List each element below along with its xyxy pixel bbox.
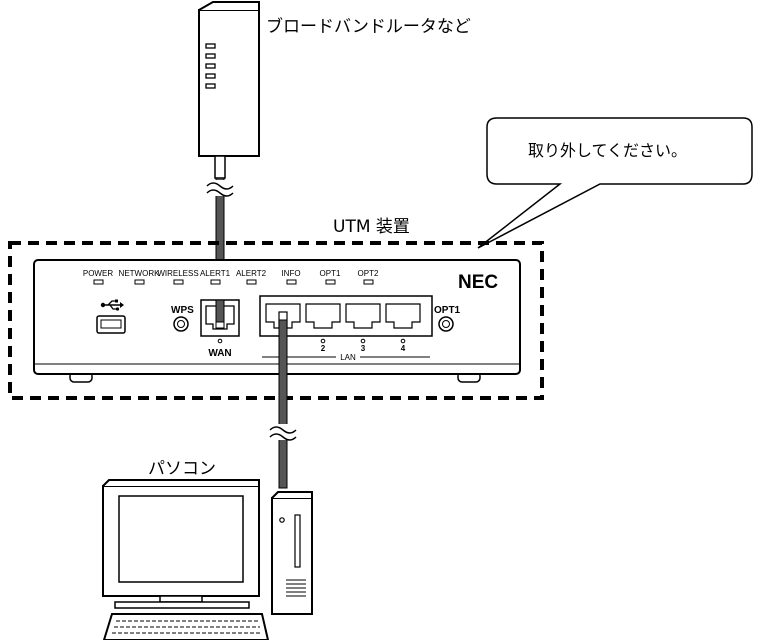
led-label-network: NETWORK xyxy=(119,269,161,278)
lan-cable xyxy=(269,311,297,489)
pc-tower xyxy=(271,491,313,615)
pc-monitor xyxy=(102,479,260,609)
led-label-alert1: ALERT1 xyxy=(200,269,231,278)
lan-ports xyxy=(259,295,433,358)
lan-port-number-3: 3 xyxy=(361,344,366,353)
utm-label: UTM 装置 xyxy=(333,217,410,237)
lan-label: LAN xyxy=(340,353,356,362)
callout xyxy=(477,117,753,249)
wps-button xyxy=(173,316,189,332)
opt1-label: OPT1 xyxy=(434,305,461,316)
usb-icon xyxy=(100,299,124,311)
led-label-info: INFO xyxy=(281,269,300,278)
broadband-router xyxy=(198,1,260,157)
lan-port-number-2: 2 xyxy=(321,344,326,353)
led-indicators xyxy=(93,279,374,285)
led-label-power: POWER xyxy=(83,269,113,278)
lan-port-number-4: 4 xyxy=(401,344,406,353)
led-label-opt2: OPT2 xyxy=(358,269,379,278)
led-label-opt1: OPT1 xyxy=(320,269,341,278)
highlight-frame xyxy=(8,241,544,400)
keyboard xyxy=(102,613,270,640)
usb-port xyxy=(96,315,126,334)
wps-label: WPS xyxy=(171,305,194,316)
wan-label: WAN xyxy=(208,348,231,359)
led-label-alert2: ALERT2 xyxy=(236,269,267,278)
wan-plug xyxy=(215,299,225,323)
opt1-port xyxy=(438,316,454,332)
nec-logo: NEC xyxy=(458,272,498,293)
led-label-wireless: WIRELESS xyxy=(157,269,198,278)
utm-device: POWER NETWORK WIRELESS ALERT1 ALERT2 INF… xyxy=(33,259,521,383)
callout-text: 取り外してください。 xyxy=(528,141,687,160)
pc-label: パソコン xyxy=(148,459,216,479)
router-label: ブロードバンドルータなど xyxy=(266,16,471,37)
